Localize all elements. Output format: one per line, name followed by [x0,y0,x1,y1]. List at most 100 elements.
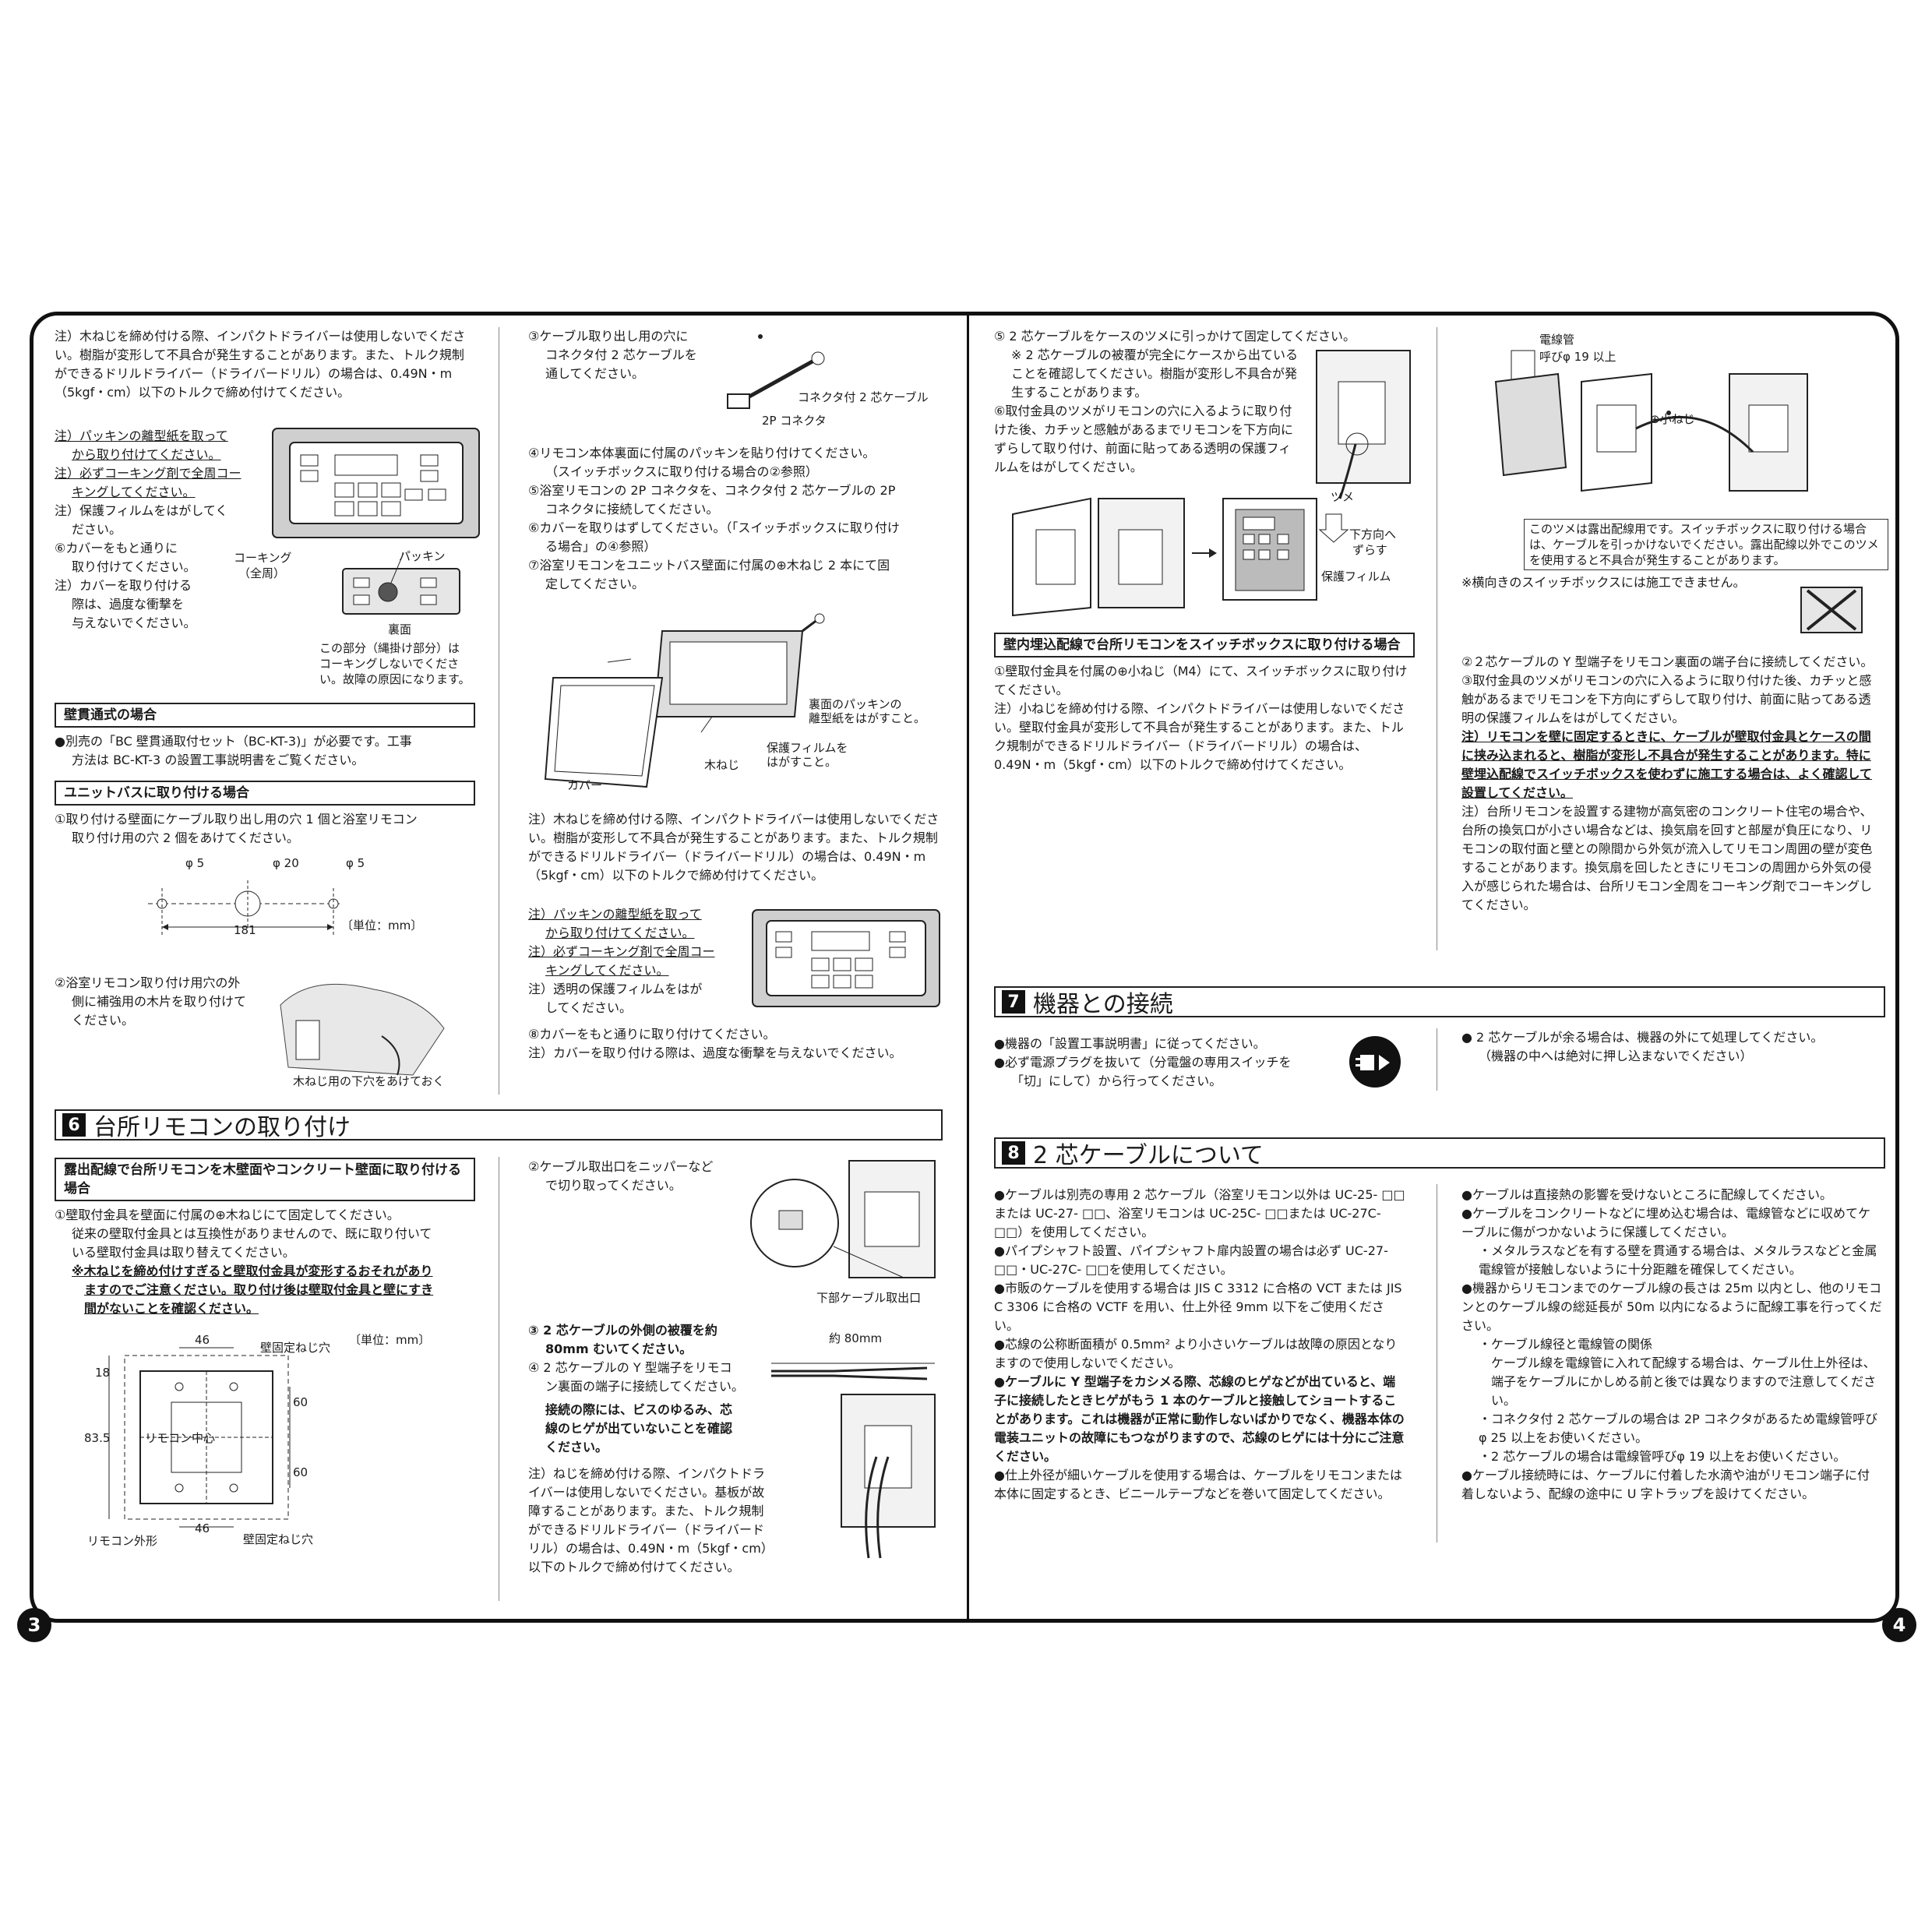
caulk-note-2: キングしてください。 [72,485,196,499]
unit-bath-mount-illustration [544,613,825,788]
unit-bath-step-1: ①取り付ける壁面にケーブル取り出し用の穴 1 個と浴室リモコン [55,812,418,827]
cover-note-2: 際は、過度な衝撃を [72,597,185,612]
dim-83-5: 83.5 [84,1431,111,1445]
column-3-notes: ※ 2 芯ケーブルの被覆が完全にケースから出ていることを確認してください。樹脂が… [994,346,1298,477]
screw-hole-top: 壁固定ねじ穴 [260,1341,331,1355]
s6-r-step4-1: ④ 2 芯ケーブルの Y 型端子をリモコ [528,1360,732,1375]
horizontal-box-note: ※横向きのスイッチボックスには施工できません。 [1461,575,1746,590]
torque-note: 注）木ねじを締め付ける際、インパクトドライバーは使用しないでください。樹脂が変形… [55,329,466,400]
wall-through-heading: 壁貫通式の場合 [55,703,475,728]
label-down-2: ずらす [1352,543,1387,557]
label-cable-outlet: 下部ケーブル取出口 [816,1291,922,1305]
s8-l4: ●ケーブルに Y 型端子をカシメる際、芯線のヒゲなどが出ていると、端子に接続した… [994,1374,1405,1464]
cover-step-2: 取り付けてください。 [72,559,196,574]
c3-p1: ①壁取付金具を付属の⊕小ねじ（M4）にて、スイッチボックスに取り付けてください。 [994,664,1408,697]
unit-bath-heading: ユニットバスに取り付ける場合 [55,781,475,806]
label-caulking: コーキング [234,551,292,565]
s8-r5: ケーブル線を電線管に入れて配線する場合は、ケーブル仕上外径は、端子をケーブルにか… [1491,1356,1877,1408]
label-wood-screw: 木ねじ [704,758,740,772]
film-note-2: ださい。 [72,522,122,537]
section-7-right: ● 2 芯ケーブルが余る場合は、機器の外にて処理してください。 （機器の中へは絶… [1461,1028,1882,1066]
step-5b: コネクタに接続してください。 [545,502,719,516]
s6-bold-3: 間がないことを確認ください。 [84,1301,259,1316]
wood-piece-illustration [280,983,445,1076]
label-down-1: 下方向へ [1349,527,1397,541]
label-protect-film-1: 保護フィルムを [767,741,848,755]
step-6b: る場合」の④参照） [545,539,657,554]
film2-2: してください。 [545,1000,633,1015]
s8-r6: ・コネクタ付 2 芯ケーブルの場合は 2P コネクタがあるため電線管呼びφ 25… [1479,1412,1878,1445]
s8-r1: ●ケーブルをコンクリートなどに埋め込む場合は、電線管などに収めてケーブルに傷がつ… [1461,1206,1871,1239]
caulked-remote-illustration [272,428,480,538]
dim-phi5-left: φ 5 [185,856,205,870]
s6-r-step2-2: で切り取ってください。 [545,1178,682,1193]
label-protective-film: 保護フィルム [1321,569,1391,583]
label-zenshu: （全周） [238,566,286,580]
s8-r3: ●機器からリモコンまでのケーブル線の長さは 25m 以内とし、他のリモコンとのケ… [1461,1281,1882,1333]
s6-step1-3: いる壁取付金具は取り替えてください。 [72,1245,295,1260]
column-3-switchbox: 壁内埋込配線で台所リモコンをスイッチボックスに取り付ける場合 ①壁取付金具を付属… [994,633,1415,774]
s8-l1: ●パイプシャフト設置、パイプシャフト扉内設置の場合は必ず UC-27- □□・U… [994,1243,1388,1277]
label-connector-cable: コネクタ付 2 芯ケーブル [798,390,929,404]
s8-l0: ●ケーブルは別売の専用 2 芯ケーブル（浴室リモコン以外は UC-25- □□ま… [994,1187,1405,1239]
dim-phi20: φ 20 [273,856,299,870]
remote-center: リモコン中心 [145,1431,216,1445]
s8-l5: ●仕上外径が細いケーブルを使用する場合は、ケーブルをリモコンまたは本体に固定する… [994,1468,1403,1501]
caulk2-2: キングしてください。 [545,963,669,978]
section-7-title: 機器との接続 [1033,991,1173,1018]
section-8-title: 2 芯ケーブルについて [1033,1142,1264,1169]
wood-caption: 木ねじ用の下穴をあけておく [293,1074,445,1088]
terminal-connect-illustration [771,1363,936,1559]
label-conduit: 電線管 [1539,333,1575,347]
packing-note-2: から取り付けてください。 [72,447,221,462]
s6-r-bold-1: 接続の際には、ビスのゆるみ、芯 [545,1402,733,1417]
label-packing-back-2: 離型紙をはがすこと。 [809,711,926,725]
film2-1: 注）透明の保護フィルムをはが [528,982,703,996]
section-7-number: 7 [1002,990,1025,1014]
dim-phi5-right: φ 5 [346,856,365,870]
wall-through-body-1: ●別売の「BC 壁貫通取付セット（BC-KT-3)」が必要です。工事 [55,734,412,749]
s6-r-bold-3: ください。 [545,1440,608,1454]
s7-l3: 「切」にして）から行ってください。 [1011,1074,1222,1088]
section-8-heading: 8 2 芯ケーブルについて [994,1137,1885,1169]
packing2-1: 注）パッキンの離型紙を取って [528,907,702,922]
packing-note-1: 注）パッキンの離型紙を取って [55,428,228,443]
page-divider [967,312,969,1623]
cable-outlet-illustration [750,1160,936,1278]
page-frame [30,312,1899,1623]
c3-step5-note: ※ 2 芯ケーブルの被覆が完全にケースから出ていることを確認してください。樹脂が… [1011,347,1298,400]
s6-bold-1: ※木ねじを締め付けすぎると壁取付金具が変形するおそれがあり [72,1264,433,1278]
column-2-lower-notes: 注）パッキンの離型紙を取って から取り付けてください。 注）必ずコーキング剤で全… [528,905,739,1017]
horizontal-note: ※横向きのスイッチボックスには施工できません。 [1461,573,1898,592]
switchbox-heading: 壁内埋込配線で台所リモコンをスイッチボックスに取り付ける場合 [994,633,1415,658]
s7-r2: （機器の中へは絶対に押し込まないでください） [1479,1049,1753,1063]
screw-hole-bottom: 壁固定ねじ穴 [243,1532,314,1546]
s6-r-bold-2: 線のヒゲが出ていないことを確認 [545,1421,733,1436]
section-6-heading: 6 台所リモコンの取り付け [55,1109,943,1141]
label-conduit-2: 呼びφ 19 以上 [1539,350,1616,364]
caulk2-1: 注）必ずコーキング剤で全周コー [528,944,715,959]
cable-step-3: 通してください。 [545,366,645,381]
remote-outline: リモコン外形 [87,1534,158,1548]
c3-p1-note: 注）小ねじを締め付ける際、インパクトドライバーは使用しないでください。壁取付金具… [994,701,1405,772]
section-6-right-1: ②ケーブル取出口をニッパーなど で切り取ってください。 [528,1158,762,1195]
torque-note-2: 注）木ねじを締め付ける際、インパクトドライバーは使用しないでください。樹脂が変形… [528,812,940,883]
step-7a: ⑦浴室リモコンをユニットバス壁面に付属の⊕木ねじ 2 本にて固 [528,558,890,573]
cable-step-1: ③ケーブル取り出し用の穴に [528,329,689,344]
remote-back-illustration [342,552,460,615]
cover-step-1: ⑥カバーをもと通りに [55,541,178,555]
caulked-remote-illustration-2 [752,909,940,1007]
dim-60-top: 60 [293,1395,308,1409]
wood-step-1: ②浴室リモコン取り付け用穴の外 [55,975,241,990]
section-8-left: ●ケーブルは別売の専用 2 芯ケーブル（浴室リモコン以外は UC-25- □□ま… [994,1186,1407,1504]
dim-18: 18 [95,1366,111,1380]
dim-60-bottom: 60 [293,1465,308,1479]
step-4a: ④リモコン本体裏面に付属のパッキンを貼り付けてください。 [528,446,876,460]
label-warning-3: い。故障の原因になります。 [319,672,471,686]
tsume-box-note: このツメは露出配線用です。スイッチボックスに取り付ける場合は、ケーブルを引っかけ… [1524,519,1888,570]
column-3-steps: ⑤ 2 芯ケーブルをケースのツメに引っかけて固定してください。 [994,327,1415,346]
s7-l1: ●機器の「設置工事説明書」に従ってください。 [994,1036,1266,1051]
caulk-note-1: 注）必ずコーキング剤で全周コー [55,466,242,481]
section-7-left: ●機器の「設置工事説明書」に従ってください。 ●必ず電源プラグを抜いて（分電盤の… [994,1035,1345,1091]
not-allowed-icon [1800,587,1863,633]
